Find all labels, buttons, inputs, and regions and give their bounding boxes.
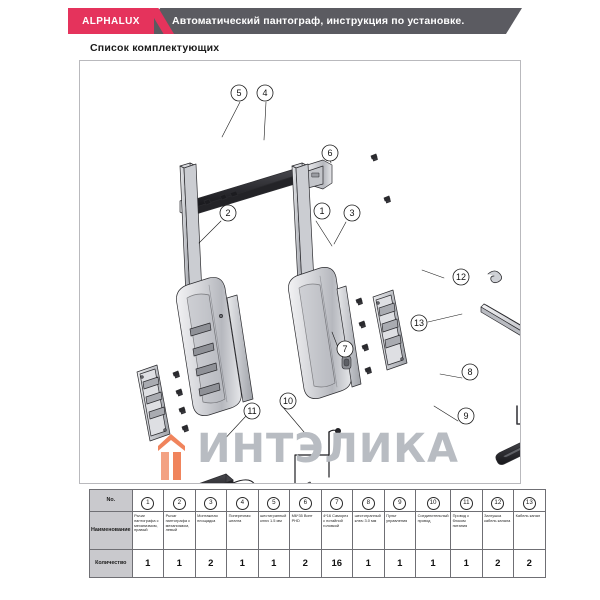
header-bar-gray xyxy=(140,8,522,34)
exploded-parts-diagram xyxy=(136,101,520,483)
table-cell-qty-10: 1 xyxy=(415,549,452,578)
item-number-badge: 6 xyxy=(298,497,312,510)
table-cell-no-2: 2 xyxy=(163,489,196,512)
hex-key-part xyxy=(516,405,520,425)
table-cell-name-12: Заглушка кабель канала xyxy=(481,511,515,550)
screw-group-left xyxy=(172,370,189,433)
power-supply-part xyxy=(199,473,255,483)
table-cell-qty-11: 1 xyxy=(450,549,483,578)
table-row-numbers: No. 1 2 3 4 5 6 7 8 9 10 11 12 13 xyxy=(89,489,546,512)
brand-block: ALPHALUX xyxy=(68,8,154,34)
table-cell-no-4: 4 xyxy=(226,489,259,512)
wiring-harness-part xyxy=(294,428,342,483)
table-cell-name-8: шестигранный ключ 3.0 мм xyxy=(352,511,385,550)
row-label-no: No. xyxy=(89,489,133,512)
table-cell-name-2: Рычаг пантографа с механизмом, левый xyxy=(163,511,196,550)
parts-table: No. 1 2 3 4 5 6 7 8 9 10 11 12 13 Наимен… xyxy=(89,489,546,578)
table-cell-no-11: 11 xyxy=(450,489,483,512)
pantograph-arm-right xyxy=(288,162,362,399)
table-cell-name-3: Монтажная площадка xyxy=(194,511,228,550)
row-label-name: Наименование xyxy=(89,511,133,550)
table-cell-qty-6: 2 xyxy=(289,549,322,578)
table-cell-no-9: 9 xyxy=(383,489,417,512)
item-number-badge: 3 xyxy=(204,497,218,510)
table-cell-qty-2: 1 xyxy=(163,549,196,578)
item-number-badge: 5 xyxy=(267,497,281,510)
item-number-badge: 10 xyxy=(426,497,440,510)
callout-leaders xyxy=(198,101,463,445)
table-cell-no-1: 1 xyxy=(131,489,165,512)
table-cell-name-13: Кабель канал xyxy=(513,511,546,550)
screw-group-top xyxy=(370,153,391,204)
table-cell-qty-7: 16 xyxy=(320,549,354,578)
table-cell-qty-13: 2 xyxy=(513,549,546,578)
table-cell-qty-1: 1 xyxy=(131,549,165,578)
table-cell-name-1: Рычаг пантографа с механизмом, правый xyxy=(131,511,165,550)
table-cell-name-10: Соединительный провод xyxy=(415,511,452,550)
item-number-badge: 7 xyxy=(330,497,344,510)
table-cell-no-7: 7 xyxy=(320,489,354,512)
remote-control-part xyxy=(495,442,520,465)
table-cell-no-10: 10 xyxy=(415,489,452,512)
table-cell-qty-8: 1 xyxy=(352,549,385,578)
table-cell-no-6: 6 xyxy=(289,489,322,512)
document-header: ALPHALUX Автоматический пантограф, инстр… xyxy=(0,8,600,34)
pantograph-arm-left xyxy=(176,162,254,416)
table-cell-name-7: 4*16 Саморез с потайной головкой xyxy=(320,511,354,550)
item-number-badge: 11 xyxy=(459,497,473,510)
item-number-badge: 8 xyxy=(361,497,375,510)
screw-group-right xyxy=(355,297,372,375)
table-cell-name-11: Провод с блоком питания xyxy=(450,511,483,550)
parts-diagram-frame: ИНТЭЛИКА xyxy=(79,60,521,484)
header-title: Автоматический пантограф, инструкция по … xyxy=(172,15,465,27)
row-label-qty: Количество xyxy=(89,549,133,578)
table-row-quantities: Количество 1 1 2 1 1 2 16 1 1 1 1 2 2 xyxy=(89,549,546,578)
cable-channel-part xyxy=(480,303,520,336)
item-number-badge: 13 xyxy=(522,497,536,510)
item-number-badge: 2 xyxy=(172,497,186,510)
table-cell-no-12: 12 xyxy=(481,489,515,512)
item-number-badge: 12 xyxy=(491,497,505,510)
table-cell-name-6: M6*35 Винт PHD xyxy=(289,511,322,550)
table-cell-no-13: 13 xyxy=(513,489,546,512)
brand-label: ALPHALUX xyxy=(82,15,140,27)
mounting-plate-left xyxy=(136,364,171,442)
table-cell-name-4: Поперечная штанга xyxy=(226,511,259,550)
table-cell-no-3: 3 xyxy=(194,489,228,512)
table-cell-qty-3: 2 xyxy=(194,549,228,578)
item-number-badge: 1 xyxy=(141,497,155,510)
table-row-names: Наименование Рычаг пантографа с механизм… xyxy=(89,511,546,550)
mounting-plate-right xyxy=(372,289,408,371)
page-title: Список комплектующих xyxy=(90,42,220,54)
table-cell-qty-9: 1 xyxy=(383,549,417,578)
table-cell-name-9: Пульт управления xyxy=(383,511,417,550)
table-cell-qty-12: 2 xyxy=(481,549,515,578)
table-cell-qty-4: 1 xyxy=(226,549,259,578)
cable-gland-part xyxy=(487,270,502,284)
item-number-badge: 4 xyxy=(235,497,249,510)
item-number-badge: 9 xyxy=(393,497,407,510)
table-cell-no-8: 8 xyxy=(352,489,385,512)
table-cell-name-5: шестигранный ключ 1.5 мм xyxy=(257,511,291,550)
table-cell-qty-5: 1 xyxy=(257,549,291,578)
table-cell-no-5: 5 xyxy=(257,489,291,512)
